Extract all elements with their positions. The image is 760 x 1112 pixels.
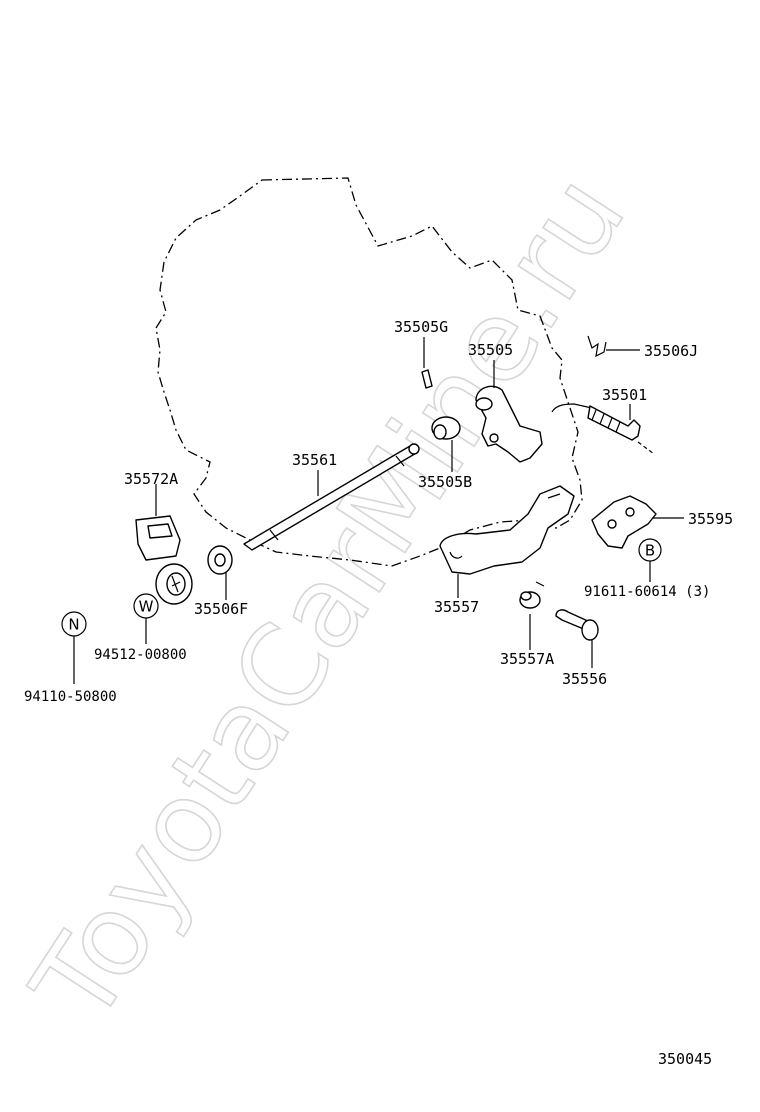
part-35505B-bushing — [431, 416, 461, 440]
part-35557-arm — [439, 485, 575, 575]
part-35505G-pin — [421, 369, 433, 389]
label-35572A: 35572A — [124, 470, 178, 488]
transmission-housing-outline — [155, 177, 583, 567]
label-35556: 35556 — [562, 670, 607, 688]
marker-w-circle: W — [133, 593, 159, 619]
svg-text:N: N — [68, 616, 79, 634]
part-35595-bracket — [591, 495, 657, 549]
label-91611: 91611-60614 (3) — [584, 584, 710, 600]
svg-text:W: W — [139, 598, 154, 616]
part-35556-pin — [555, 609, 599, 641]
part-35501-rod — [551, 403, 655, 455]
label-35505B: 35505B — [418, 473, 472, 491]
label-35505G: 35505G — [394, 318, 448, 336]
label-35561: 35561 — [292, 451, 337, 469]
diagram-id: 350045 — [658, 1050, 712, 1068]
label-35505: 35505 — [468, 341, 513, 359]
label-35557: 35557 — [434, 598, 479, 616]
label-35557A: 35557A — [500, 650, 554, 668]
label-35501: 35501 — [602, 386, 647, 404]
marker-b-circle: B — [638, 538, 662, 562]
part-35572A-seal — [135, 515, 193, 605]
part-35561-shaft — [243, 443, 420, 551]
part-35557A-spring — [519, 581, 545, 609]
label-94512: 94512-00800 — [94, 647, 187, 663]
part-35506F-bushing — [207, 545, 233, 575]
watermark-text: ToyotaCarMine.ru — [8, 153, 650, 1045]
part-35506J-clip — [587, 335, 607, 358]
part-35505-lever — [475, 385, 543, 463]
marker-n-circle: N — [61, 611, 87, 637]
label-35506J: 35506J — [644, 342, 698, 360]
label-35595: 35595 — [688, 510, 733, 528]
label-94110: 94110-50800 — [24, 689, 117, 705]
label-35506F: 35506F — [194, 600, 248, 618]
svg-text:B: B — [645, 542, 655, 560]
